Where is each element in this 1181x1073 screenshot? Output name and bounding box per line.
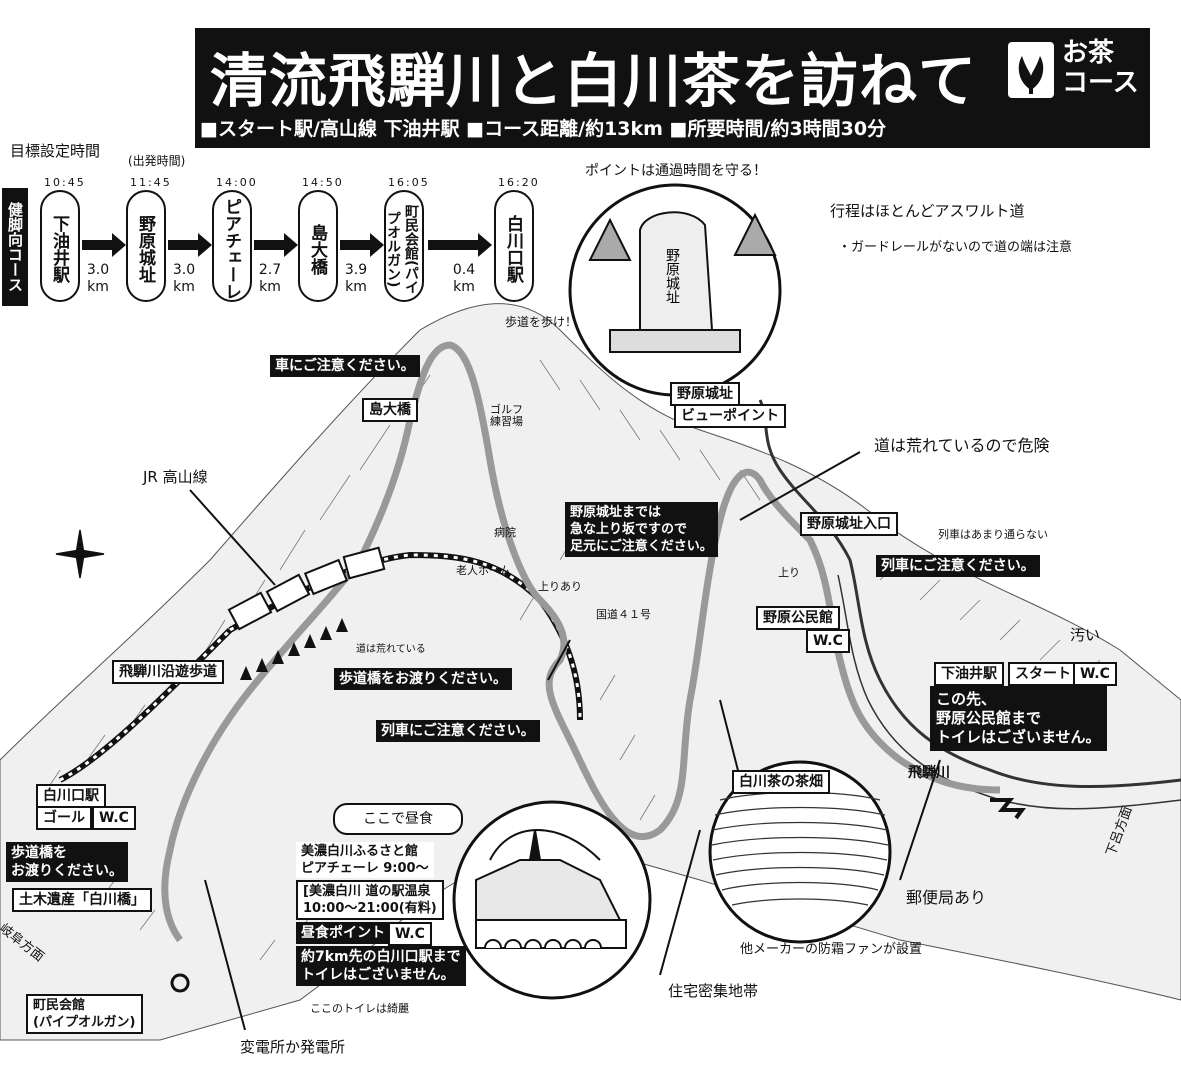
stop-time-4: 14:50 <box>302 176 344 189</box>
goal-label: ゴール <box>36 806 92 830</box>
shirakawaguchi-label: 白川口駅 <box>36 784 106 808</box>
housing-note: 住宅密集地帯 <box>668 982 759 1000</box>
nohara-hall-label: 野原公民館 <box>756 606 840 630</box>
stop-time-2: 11:45 <box>130 176 172 189</box>
arrow-head-1 <box>112 233 126 257</box>
route41-label: 国道４１号 <box>596 608 651 621</box>
hospital-label: 病院 <box>494 526 516 539</box>
lunch-wc-label[interactable]: W.C <box>388 922 432 946</box>
arrow-2 <box>168 240 198 250</box>
departure-time-label: (出発時間) <box>128 154 186 168</box>
post-office-note: 郵便局あり <box>906 888 987 907</box>
shirakawaguchi-wc-label[interactable]: W.C <box>92 806 136 830</box>
no-toilet-7km-label: 約7km先の白川口駅まで トイレはございません。 <box>296 946 466 986</box>
arrow-3 <box>254 240 284 250</box>
nursing-home-label: 老人ホーム <box>456 564 511 577</box>
onsen-label: [美濃白川 道の駅温泉 10:00～21:00(有料) <box>296 880 444 920</box>
course-tab: 健脚向コース <box>2 188 28 306</box>
train-caution-label-1: 列車にご注意ください。 <box>876 555 1040 577</box>
nohara-entrance-label: 野原城址入口 <box>800 512 898 536</box>
few-trains-note: 列車はあまり通らない <box>938 528 1048 541</box>
arrow-head-2 <box>198 233 212 257</box>
stop-piacere: ピアチェーレ <box>212 190 252 302</box>
no-toilet-ahead-label: この先、 野原公民館まで トイレはございません。 <box>930 686 1107 751</box>
road-rough-note: 道は荒れている <box>356 644 426 655</box>
course-info: ■スタート駅/高山線 下油井駅 ■コース距離/約13km ■所要時間/約3時間3… <box>200 118 887 140</box>
stop-time-6: 16:20 <box>498 176 540 189</box>
tea-field-label: 白川茶の茶畑 <box>732 770 830 794</box>
arrow-5 <box>428 240 478 250</box>
heritage-bridge-label: 土木遺産「白川橋」 <box>12 888 152 912</box>
cross-bridge-label: 歩道橋をお渡りください。 <box>334 668 512 690</box>
nohara-hall-wc-label[interactable]: W.C <box>806 629 850 653</box>
asphalt-note: 行程はほとんどアスワルト道 <box>830 202 1025 220</box>
stop-nohara: 野原城址 <box>126 190 166 302</box>
sidewalk-note: 歩道を歩け！ <box>505 315 578 329</box>
tea-leaf-icon <box>1008 42 1054 98</box>
nohara-ruins-label: 野原城址 <box>670 382 740 406</box>
arrow-1 <box>82 240 112 250</box>
jr-line-note: JR 高山線 <box>143 468 208 486</box>
lunch-point-label: 昼食ポイント <box>296 922 390 944</box>
frost-fan-note: 他メーカーの防霜ファンが設置 <box>740 942 923 957</box>
arrow-head-4 <box>370 233 384 257</box>
hida-path-label: 飛騨川沿遊歩道 <box>112 660 224 684</box>
rough-road-note: 道は荒れているので危険 <box>874 436 1050 455</box>
dirty-note: 汚い <box>1070 626 1101 644</box>
lunch-here-note: ここで昼食 <box>333 803 463 835</box>
shima-bridge-label: 島大橋 <box>362 398 418 422</box>
inset-monument-text: 野原城址 <box>664 248 680 304</box>
stop-time-3: 14:00 <box>216 176 258 189</box>
stop-time-5: 16:05 <box>388 176 430 189</box>
arrow-head-3 <box>284 233 298 257</box>
furusato-label: 美濃白川ふるさと館 ピアチェーレ 9:00～ <box>296 842 434 878</box>
clean-toilet-note: ここのトイレは綺麗 <box>310 1002 409 1015</box>
up-label: 上り <box>778 566 800 579</box>
start-label: スタート <box>1008 662 1078 686</box>
train-caution-label-2: 列車にご注意ください。 <box>376 720 540 742</box>
stop-shirakawaguchi: 白川口駅 <box>494 190 534 302</box>
uphill-label: 上りあり <box>538 580 582 593</box>
car-caution-label: 車にご注意ください。 <box>270 355 420 377</box>
distance-3: 2.7 km <box>258 262 282 295</box>
shimoyui-station-label: 下油井駅 <box>934 662 1004 686</box>
stop-shimoyui: 下油井駅 <box>40 190 80 302</box>
steep-warning-label: 野原城址までは 急な上り坂ですので 足元にご注意ください。 <box>565 502 718 557</box>
shimoyui-wc-label[interactable]: W.C <box>1073 662 1117 686</box>
distance-5: 0.4 km <box>452 262 476 295</box>
target-time-label: 目標設定時間 <box>10 142 101 160</box>
cross-bridge-label-2: 歩道橋を お渡りください。 <box>6 842 128 882</box>
arrow-head-5 <box>478 233 492 257</box>
tea-course-badge: お茶 コース <box>1062 38 1139 98</box>
keep-time-note: ポイントは通過時間を守る！ <box>585 163 767 179</box>
guardrail-note: ・ガードレールがないので道の端は注意 <box>838 240 1073 255</box>
distance-4: 3.9 km <box>344 262 368 295</box>
golf-label: ゴルフ 練習場 <box>490 403 523 428</box>
substation-note: 変電所か発電所 <box>240 1038 346 1056</box>
arrow-4 <box>340 240 370 250</box>
distance-2: 3.0 km <box>172 262 196 295</box>
town-hall-label: 町民会館 (パイプオルガン) <box>26 994 143 1034</box>
distance-1: 3.0 km <box>86 262 110 295</box>
stop-town-hall: 町民会館(パイプオルガン) <box>384 190 424 302</box>
stop-shima-bridge: 島大橋 <box>298 190 338 302</box>
stop-time-1: 10:45 <box>44 176 86 189</box>
page-title: 清流飛騨川と白川茶を訪ねて <box>210 47 978 115</box>
hida-river-label: 飛騨川 <box>908 765 950 781</box>
title-banner <box>195 28 1150 148</box>
view-point-label: ビューポイント <box>674 404 786 428</box>
